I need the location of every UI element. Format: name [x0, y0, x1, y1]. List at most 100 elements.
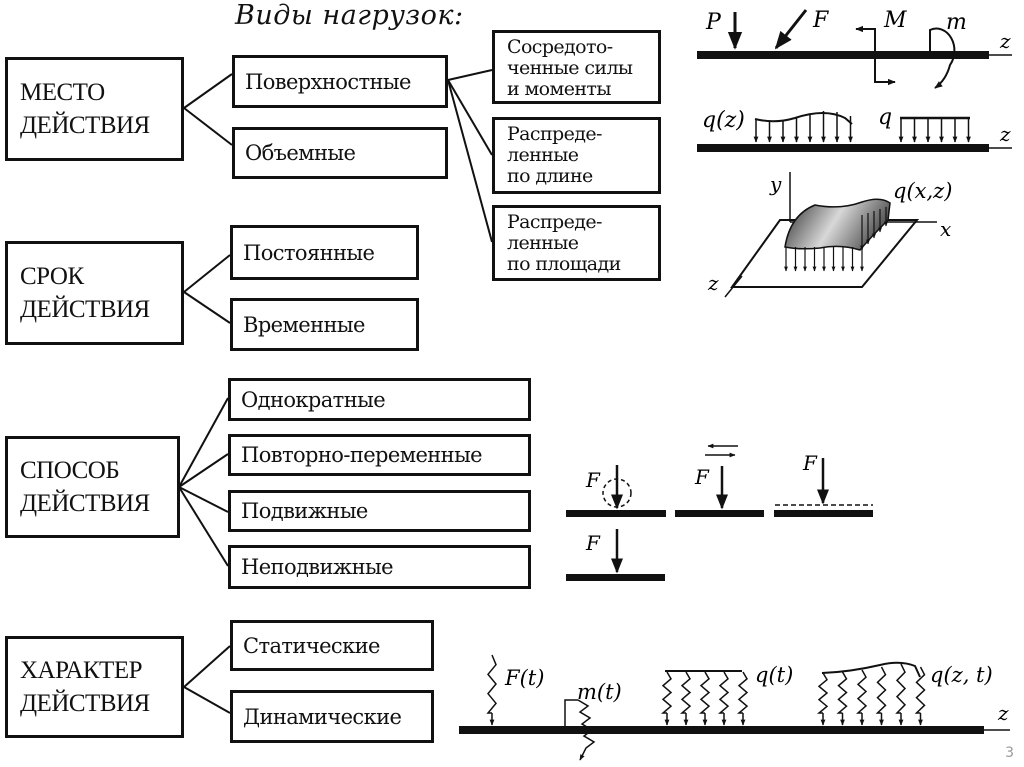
beam-single [566, 574, 665, 581]
connector-line [178, 397, 229, 488]
label-m: m [946, 10, 967, 35]
figure-distributed-area: y x z q(x,z) [707, 172, 952, 298]
figure-distributed-length: q(z) q z [697, 105, 1012, 152]
option-surface: Поверхностные [232, 55, 448, 108]
moment-mt-stem [564, 699, 578, 727]
load-surface [784, 198, 891, 251]
zigzag-load-line [486, 654, 497, 714]
category-label: СРОК [20, 263, 84, 290]
moment-mt-zigzag [577, 699, 596, 761]
beam [697, 144, 989, 152]
option-repeated: Повторно-переменные [228, 434, 531, 476]
axis-label-z: z [999, 122, 1011, 146]
category-label: СПОСОБ [20, 457, 120, 484]
beam [697, 51, 989, 59]
label-qzt: q(z, t) [930, 663, 993, 687]
tree-connectors [178, 69, 493, 714]
axis-label-y: y [769, 172, 782, 196]
label-f2: F [694, 465, 710, 489]
category-nature: ХАРАКТЕР ДЕЙСТВИЯ [5, 636, 184, 738]
load-arrows [898, 118, 971, 143]
category-label: ДЕЙСТВИЯ [20, 490, 150, 517]
axis-label-z: z [707, 271, 719, 295]
axis-label-x: x [940, 217, 951, 241]
connector-line [447, 79, 493, 243]
connector-line [183, 107, 233, 146]
zigzag-load-line [816, 672, 829, 714]
option-temporary: Временные [230, 298, 419, 351]
category-place-of-action: МЕСТО ДЕЙСТВИЯ [5, 57, 184, 161]
connector-line [447, 79, 493, 156]
zigzag-load-line [914, 666, 926, 714]
category-label: ХАРАКТЕР [20, 657, 142, 684]
connector-line [178, 486, 229, 513]
moment-arrow-m-bottom [874, 58, 896, 86]
zigzag-load-line [856, 669, 868, 714]
dynamic-arrows [486, 654, 926, 761]
label-qz: q(z) [702, 108, 745, 133]
label-q: q [878, 105, 892, 130]
load-arrows [784, 207, 888, 272]
label-f1: F [585, 468, 601, 492]
category-label: МЕСТО [20, 79, 105, 106]
axis-label-z: z [999, 29, 1011, 53]
connector-line [178, 453, 229, 488]
beam [459, 726, 984, 734]
zigzag-load-line [660, 671, 673, 714]
option-dynamic: Динамические [230, 690, 434, 743]
moment-arc-m [929, 27, 956, 89]
zigzag-load-line [836, 671, 848, 714]
figure-point-loads: P F M m z [697, 8, 1012, 89]
beam-fixed [774, 510, 873, 517]
label-f4: F [585, 531, 601, 555]
beam-moving [675, 510, 764, 517]
category-duration: СРОК ДЕЙСТВИЯ [5, 241, 184, 345]
zigzag-load-line [736, 671, 749, 714]
moment-arrow-m-top [855, 25, 876, 52]
connector-line [183, 686, 231, 714]
option-fixed: Неподвижные [228, 545, 531, 589]
load-arrows [753, 111, 853, 143]
diagram-title: Виды нагрузок: [235, 0, 464, 31]
option-static: Статические [230, 620, 434, 671]
zigzag-load-line [679, 671, 692, 714]
label-mt: m(t) [577, 680, 622, 704]
zigzag-load-line [698, 671, 711, 714]
label-M: M [883, 8, 907, 33]
figure-dynamic-loads: F(t) m(t) q(t) q(z, t) z [459, 654, 1010, 761]
label-f3: F [802, 451, 818, 475]
connector-line [183, 73, 233, 109]
connector-line [183, 254, 231, 293]
option-volume: Объемные [232, 127, 448, 179]
axis-z [724, 275, 743, 298]
label-qt: q(t) [755, 663, 793, 687]
axis-label-z: z [997, 701, 1009, 725]
label-p: P [705, 10, 722, 35]
figure-method-of-action: F F F F [566, 443, 873, 581]
category-label: ДЕЙСТВИЯ [20, 296, 150, 323]
label-f: F [812, 8, 829, 33]
zigzag-load-line [895, 663, 907, 714]
option-single: Однократные [228, 378, 531, 421]
connector-line [183, 291, 231, 324]
label-ft: F(t) [504, 666, 544, 690]
option-permanent: Постоянные [230, 225, 419, 280]
category-label: ДЕЙСТВИЯ [20, 690, 150, 717]
connector-line [178, 486, 229, 567]
page-number: 3 [1005, 745, 1014, 761]
category-method: СПОСОБ ДЕЙСТВИЯ [5, 436, 180, 538]
zigzag-load-line [717, 671, 730, 714]
qzt-load-curve [821, 661, 921, 678]
force-arrow-f [774, 9, 808, 50]
zigzag-load-line [875, 666, 887, 714]
option-moving: Подвижные [228, 490, 531, 532]
label-qxz: q(x,z) [893, 179, 952, 203]
beam-repeated [566, 510, 666, 517]
connector-line [183, 645, 231, 688]
category-label: ДЕЙСТВИЯ [20, 112, 150, 139]
connector-line [447, 69, 493, 81]
